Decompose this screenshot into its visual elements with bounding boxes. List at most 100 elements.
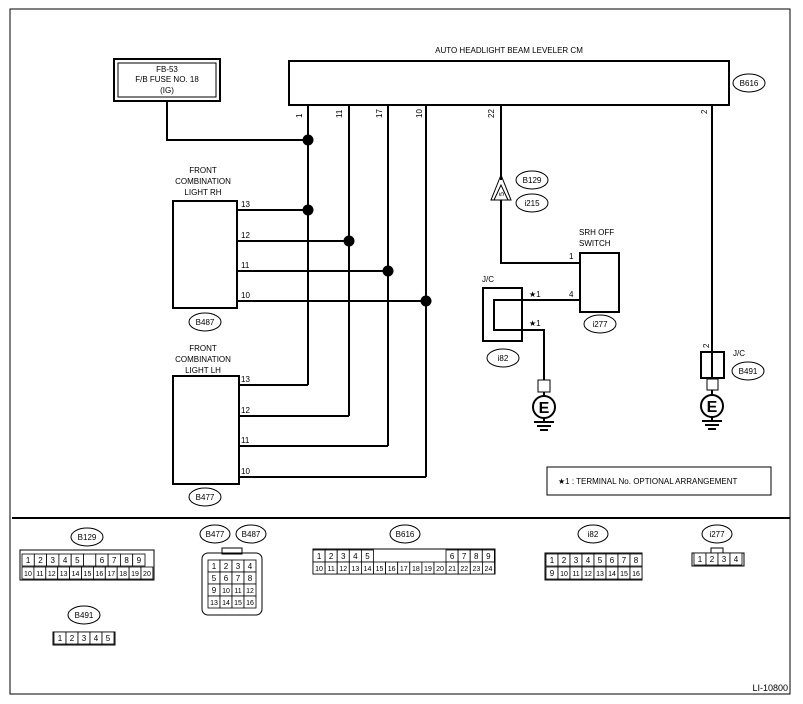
b129-pin-16: 16 <box>95 571 103 578</box>
note-box: ★1 : TERMINAL No. OPTIONAL ARRANGEMENT <box>546 466 772 496</box>
b491-cell <box>101 631 115 645</box>
i82-pin-13: 13 <box>596 571 604 578</box>
jc1-connector-id: i82 <box>498 354 509 363</box>
cm-pin-10: 10 <box>415 109 424 118</box>
fuse-label-1: FB-53 <box>156 65 178 74</box>
b477-pin-7: 7 <box>236 574 241 583</box>
i82-pin-8: 8 <box>634 556 639 565</box>
b477-pin-16: 16 <box>246 600 254 607</box>
b616-pin-2: 2 <box>329 552 334 561</box>
b129-pin-6: 6 <box>100 556 105 565</box>
b477-pin-13: 13 <box>210 600 218 607</box>
b616-pin-13: 13 <box>351 566 359 573</box>
b129-cell <box>83 553 97 567</box>
b491-pin-1: 1 <box>58 634 63 643</box>
joint-connector-b491: 2 J/C B491 <box>700 343 765 395</box>
lh-label-2: COMBINATION <box>175 355 231 364</box>
b129-pin-3: 3 <box>51 556 56 565</box>
b616-pin-23: 23 <box>472 566 480 573</box>
srh-label-2: SWITCH <box>579 239 611 248</box>
lh-label-1: FRONT <box>189 344 217 353</box>
srh-pin-4: 4 <box>569 290 574 299</box>
ground-symbol-right: E <box>700 394 724 430</box>
lh-pin-10: 10 <box>241 467 250 476</box>
b477-pin-12: 12 <box>246 588 254 595</box>
face-i277-id: i277 <box>709 530 725 539</box>
i82-pin-11: 11 <box>572 571 579 578</box>
i82-cell <box>629 566 643 580</box>
fuse-label-3: (IG) <box>160 86 174 95</box>
jc1-pin-b: ★1 <box>529 319 541 328</box>
b491-pin-4: 4 <box>94 634 99 643</box>
i215-id: i215 <box>524 199 540 208</box>
b477-pin-2: 2 <box>224 562 229 571</box>
b477-pin-4: 4 <box>248 562 253 571</box>
b477-pin-1: 1 <box>212 562 217 571</box>
b491-pin-2: 2 <box>70 634 75 643</box>
i82-pin-9: 9 <box>550 569 555 578</box>
lh-label-3: LIGHT LH <box>185 366 221 375</box>
b129-pin-18: 18 <box>119 571 127 578</box>
i82-pin-1: 1 <box>550 556 555 565</box>
b129-cell <box>140 566 154 580</box>
b616-pin-14: 14 <box>364 566 372 573</box>
inline-connector-b129: 5 B129 i215 <box>490 170 549 213</box>
fuse-label-2: F/B FUSE NO. 18 <box>135 75 199 84</box>
lh-connector-id: B477 <box>196 493 215 502</box>
i82-cell <box>629 553 643 567</box>
ground-label-left: E <box>539 400 550 417</box>
jc2-label: J/C <box>733 349 745 358</box>
face-b477-id: B477 <box>206 530 225 539</box>
b129-pin-7: 7 <box>112 556 117 565</box>
cm-pin-17: 17 <box>375 109 384 118</box>
b129-pin-14: 14 <box>72 571 80 578</box>
i82-pin-10: 10 <box>560 571 568 578</box>
cm-pin-11: 11 <box>335 109 344 118</box>
b616-pin-3: 3 <box>341 552 346 561</box>
cm-pin-2: 2 <box>700 109 709 114</box>
b129-pin-5: 5 <box>75 556 80 565</box>
b477-pin-11: 11 <box>234 588 241 595</box>
b129-pin-1: 1 <box>26 556 31 565</box>
rh-pin-13: 13 <box>241 200 250 209</box>
i82-pin-12: 12 <box>584 571 592 578</box>
jc1-label: J/C <box>482 275 494 284</box>
b129-pin-10: 10 <box>24 571 32 578</box>
b616-pin-16: 16 <box>388 566 396 573</box>
rh-label-3: LIGHT RH <box>184 188 221 197</box>
b129-pin-20: 20 <box>143 571 151 578</box>
face-i82-id: i82 <box>588 530 599 539</box>
figure-id: LI-10800 <box>752 683 788 693</box>
b477-pin-8: 8 <box>248 574 253 583</box>
cm-pin-1: 1 <box>295 113 304 118</box>
jc2-pin: 2 <box>702 343 711 348</box>
i82-pin-2: 2 <box>562 556 567 565</box>
diagram-frame <box>9 8 791 695</box>
front-combination-light-lh: FRONT COMBINATION LIGHT LH 13 12 11 10 B… <box>172 344 250 507</box>
jc1-pin-a: ★1 <box>529 290 541 299</box>
b616-pin-6: 6 <box>450 552 455 561</box>
rh-pin-12: 12 <box>241 231 250 240</box>
i277-cell <box>729 552 743 566</box>
rh-label-1: FRONT <box>189 166 217 175</box>
b477-pin-14: 14 <box>222 600 230 607</box>
b477-cell <box>243 595 257 609</box>
rh-pin-11: 11 <box>241 261 250 270</box>
i277-pin-1: 1 <box>698 555 703 564</box>
b616-pin-12: 12 <box>339 566 347 573</box>
b616-pin-1: 1 <box>317 552 322 561</box>
diagram-title: AUTO HEADLIGHT BEAM LEVELER CM <box>435 46 583 55</box>
joint-connector-i82: J/C ★1 ★1 i82 <box>482 275 541 368</box>
b616-pin-8: 8 <box>474 552 479 561</box>
b129-pin-11: 11 <box>36 571 43 578</box>
b616-pin-15: 15 <box>376 566 384 573</box>
rh-pin-10: 10 <box>241 291 250 300</box>
b129-pin-4: 4 <box>63 556 68 565</box>
b477-pin-15: 15 <box>234 600 242 607</box>
b477-pin-10: 10 <box>222 588 230 595</box>
b129-pin: 5 <box>499 192 506 196</box>
junction-dots <box>302 134 432 307</box>
b491-pin-5: 5 <box>106 634 111 643</box>
b129-pin-19: 19 <box>131 571 139 578</box>
